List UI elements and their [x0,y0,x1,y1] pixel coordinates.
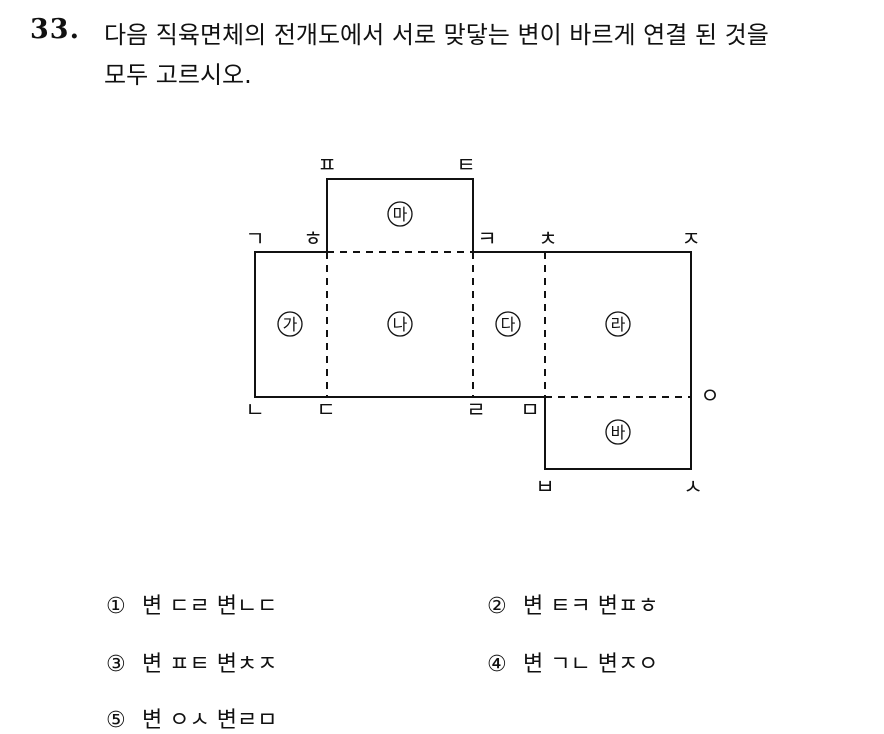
answer-option-1[interactable]: ① 변 ㄷㄹ 변ㄴㄷ [106,588,277,620]
face-circle-ga [277,311,303,337]
option-text: 변 ㅌㅋ 변ㅍㅎ [523,594,659,619]
vertex-label-n: ㄴ [245,398,264,422]
answer-option-5[interactable]: ⑤ 변 ㅇㅅ 변ㄹㅁ [106,702,277,734]
face-label-ba: 바 [611,423,626,442]
face-label-ga: 가 [283,315,298,334]
vertex-label-k: ㅋ [477,227,496,251]
question-text-line2: 모두 고르시오. [104,61,252,89]
answer-option-4[interactable]: ④ 변 ㄱㄴ 변ㅈㅇ [487,646,658,678]
face-circle-ba [605,419,631,445]
option-number: ④ [487,652,507,677]
vertex-label-b: ㅂ [535,475,554,499]
option-text: 변 ㄷㄹ 변ㄴㄷ [142,594,278,619]
vertex-label-j: ㅈ [681,227,700,251]
vertex-label-s: ㅅ [683,475,702,499]
question-number: 33. [30,14,80,45]
vertex-label-o: ㅇ [700,384,719,408]
answer-option-2[interactable]: ② 변 ㅌㅋ 변ㅍㅎ [487,588,658,620]
answer-option-3[interactable]: ③ 변 ㅍㅌ 변ㅊㅈ [106,646,277,678]
option-number: ⑤ [106,708,126,733]
face-label-ma: 마 [393,205,408,224]
option-number: ② [487,594,507,619]
vertex-label-r: ㄹ [466,398,485,422]
vertex-label-t: ㅌ [456,153,475,177]
face-circle-da [495,311,521,337]
vertex-label-g: ㄱ [245,227,264,251]
face-circle-ra [605,311,631,337]
face-label-ra: 라 [611,315,626,334]
face-label-na: 나 [393,315,408,334]
face-circle-ma [387,201,413,227]
vertex-label-h: ㅎ [303,227,322,251]
question-text-line1: 다음 직육면체의 전개도에서 서로 맞닿는 변이 바르게 연결 된 것을 [104,21,769,49]
face-circle-na [387,311,413,337]
option-number: ③ [106,652,126,677]
net-outline [254,178,692,470]
option-text: 변 ㅇㅅ 변ㄹㅁ [142,708,278,733]
face-label-da: 다 [501,315,516,334]
option-text: 변 ㄱㄴ 변ㅈㅇ [523,652,659,677]
vertex-label-p: ㅍ [317,153,336,177]
option-number: ① [106,594,126,619]
vertex-label-ch: ㅊ [538,227,557,251]
vertex-label-m: ㅁ [520,398,539,422]
vertex-label-d: ㄷ [316,398,335,422]
option-text: 변 ㅍㅌ 변ㅊㅈ [142,652,278,677]
